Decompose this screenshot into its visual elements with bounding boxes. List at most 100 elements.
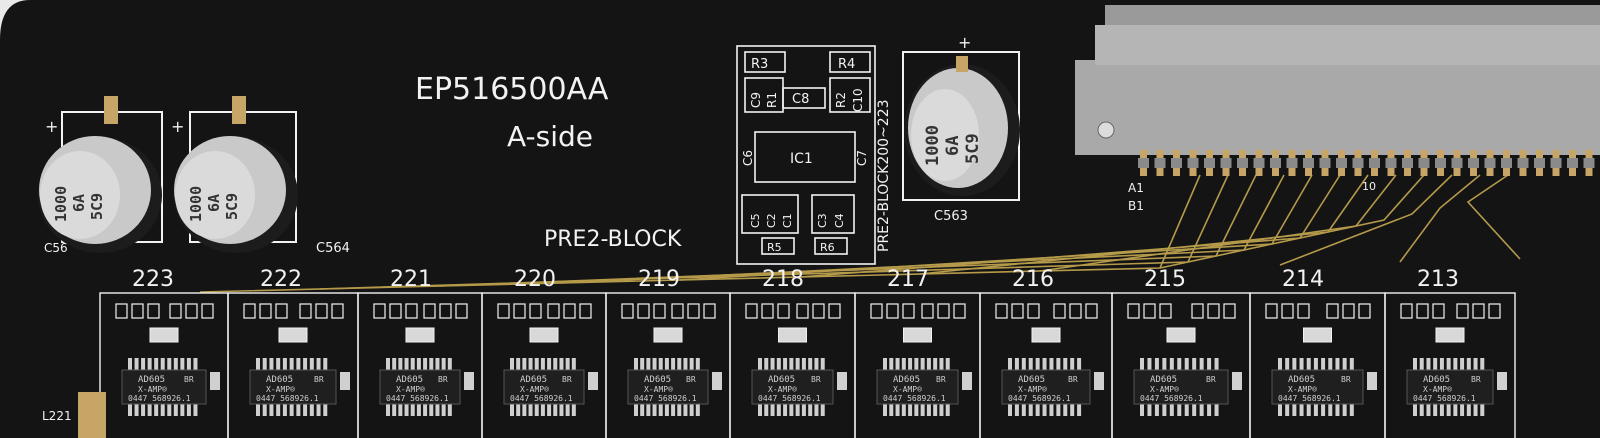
channel-label: 213 bbox=[1417, 267, 1459, 292]
ic-pin bbox=[282, 404, 287, 416]
ic-pin bbox=[441, 404, 446, 416]
ic-chip bbox=[1001, 369, 1091, 405]
ic-pin bbox=[664, 358, 669, 370]
ic-pin bbox=[565, 358, 570, 370]
ic-pin bbox=[776, 358, 781, 370]
chip-lot: 0447 568926.1 bbox=[1008, 394, 1071, 403]
smd-pad bbox=[621, 303, 634, 319]
capacitor-c563 bbox=[902, 51, 1020, 201]
ic-pin bbox=[920, 404, 925, 416]
ic-pin bbox=[540, 358, 545, 370]
ic-pin bbox=[522, 358, 527, 370]
ic-pin bbox=[914, 358, 919, 370]
channel-label: 219 bbox=[638, 267, 680, 292]
ic-pin bbox=[1466, 404, 1471, 416]
ic-pin bbox=[441, 358, 446, 370]
block-range-label: PRE2-BLOCK200~223 bbox=[876, 99, 892, 252]
smd-pad bbox=[687, 303, 700, 319]
ic-pin bbox=[1207, 358, 1212, 370]
ic-pin bbox=[276, 404, 281, 416]
smd-pad bbox=[1326, 303, 1339, 319]
ic-pin bbox=[1313, 404, 1318, 416]
smd-pad bbox=[259, 303, 272, 319]
ic-pin bbox=[770, 404, 775, 416]
ic-pin bbox=[309, 358, 314, 370]
ic-pin bbox=[1154, 404, 1159, 416]
ic-pin bbox=[658, 358, 663, 370]
ic-pin bbox=[193, 358, 198, 370]
ic-pin bbox=[1342, 358, 1347, 370]
label-c4: C4 bbox=[833, 213, 846, 228]
ic-pin bbox=[1184, 404, 1189, 416]
ic-pin bbox=[173, 358, 178, 370]
channel-label: 217 bbox=[887, 267, 929, 292]
smd-pad bbox=[1143, 303, 1156, 319]
ic-pin bbox=[640, 358, 645, 370]
smd-pad bbox=[1027, 303, 1040, 319]
ic-pin bbox=[186, 358, 191, 370]
ic-pin bbox=[634, 404, 638, 416]
ic-pin bbox=[1285, 404, 1290, 416]
chip-lot: 0447 568926.1 bbox=[510, 394, 573, 403]
smd-pad bbox=[653, 303, 666, 319]
ic-pin bbox=[1473, 404, 1478, 416]
ic-pin bbox=[1419, 404, 1424, 416]
ic-pin bbox=[914, 404, 919, 416]
smd-pad bbox=[331, 303, 344, 319]
trace bbox=[1159, 174, 1425, 269]
ic-pin bbox=[547, 404, 552, 416]
ic-pin bbox=[404, 358, 409, 370]
smd-capacitor bbox=[1094, 372, 1104, 390]
chip-brand: X-AMP® bbox=[266, 385, 295, 394]
smd-pad bbox=[761, 303, 774, 319]
ic-pin bbox=[1453, 358, 1458, 370]
ic-pin bbox=[269, 404, 274, 416]
chip-brand: X-AMP® bbox=[768, 385, 797, 394]
label-c1: C1 bbox=[781, 213, 794, 228]
ic-pin bbox=[1419, 358, 1424, 370]
ic-pin bbox=[1292, 358, 1297, 370]
chip-model: AD605 bbox=[893, 375, 920, 385]
chip-lot: 0447 568926.1 bbox=[386, 394, 449, 403]
ic-pin bbox=[410, 404, 415, 416]
ic-pin bbox=[559, 404, 564, 416]
channel-label: 216 bbox=[1012, 267, 1054, 292]
smd-pad bbox=[1400, 303, 1413, 319]
ic-pin bbox=[141, 404, 146, 416]
smd-pad bbox=[513, 303, 526, 319]
smd-pad bbox=[389, 303, 402, 319]
label-c8: C8 bbox=[792, 92, 809, 107]
ic-pin bbox=[1349, 358, 1354, 370]
ic-pin bbox=[1433, 404, 1438, 416]
label-l221: L221 bbox=[42, 409, 72, 423]
ic-pin bbox=[1177, 358, 1182, 370]
ic-pin bbox=[516, 404, 521, 416]
smd-pad bbox=[169, 303, 182, 319]
connector-screw bbox=[1097, 121, 1115, 139]
ic-pin bbox=[814, 404, 819, 416]
smd-pad bbox=[201, 303, 214, 319]
ic-pin bbox=[160, 404, 165, 416]
cap2-marking-5c9: 5C9 bbox=[223, 193, 241, 220]
ic-chip bbox=[627, 369, 709, 405]
ic-pin bbox=[889, 404, 894, 416]
smd-pad bbox=[1085, 303, 1098, 319]
smd-pad bbox=[243, 303, 256, 319]
ic-pin bbox=[565, 404, 570, 416]
ic-pin bbox=[1278, 404, 1282, 416]
ic-pin bbox=[1306, 404, 1311, 416]
ic-pin bbox=[801, 358, 806, 370]
label-c6: C6 bbox=[741, 150, 755, 166]
chip-suffix: BR bbox=[562, 375, 572, 384]
smd-capacitor bbox=[962, 372, 972, 390]
ic-pin bbox=[1056, 404, 1061, 416]
ic-pin bbox=[256, 404, 260, 416]
smd-capacitor bbox=[837, 372, 847, 390]
smd-pad bbox=[671, 303, 684, 319]
ic-pin bbox=[689, 358, 694, 370]
chip-suffix: BR bbox=[686, 375, 696, 384]
smd-pad bbox=[870, 303, 883, 319]
smd-pad bbox=[185, 303, 198, 319]
